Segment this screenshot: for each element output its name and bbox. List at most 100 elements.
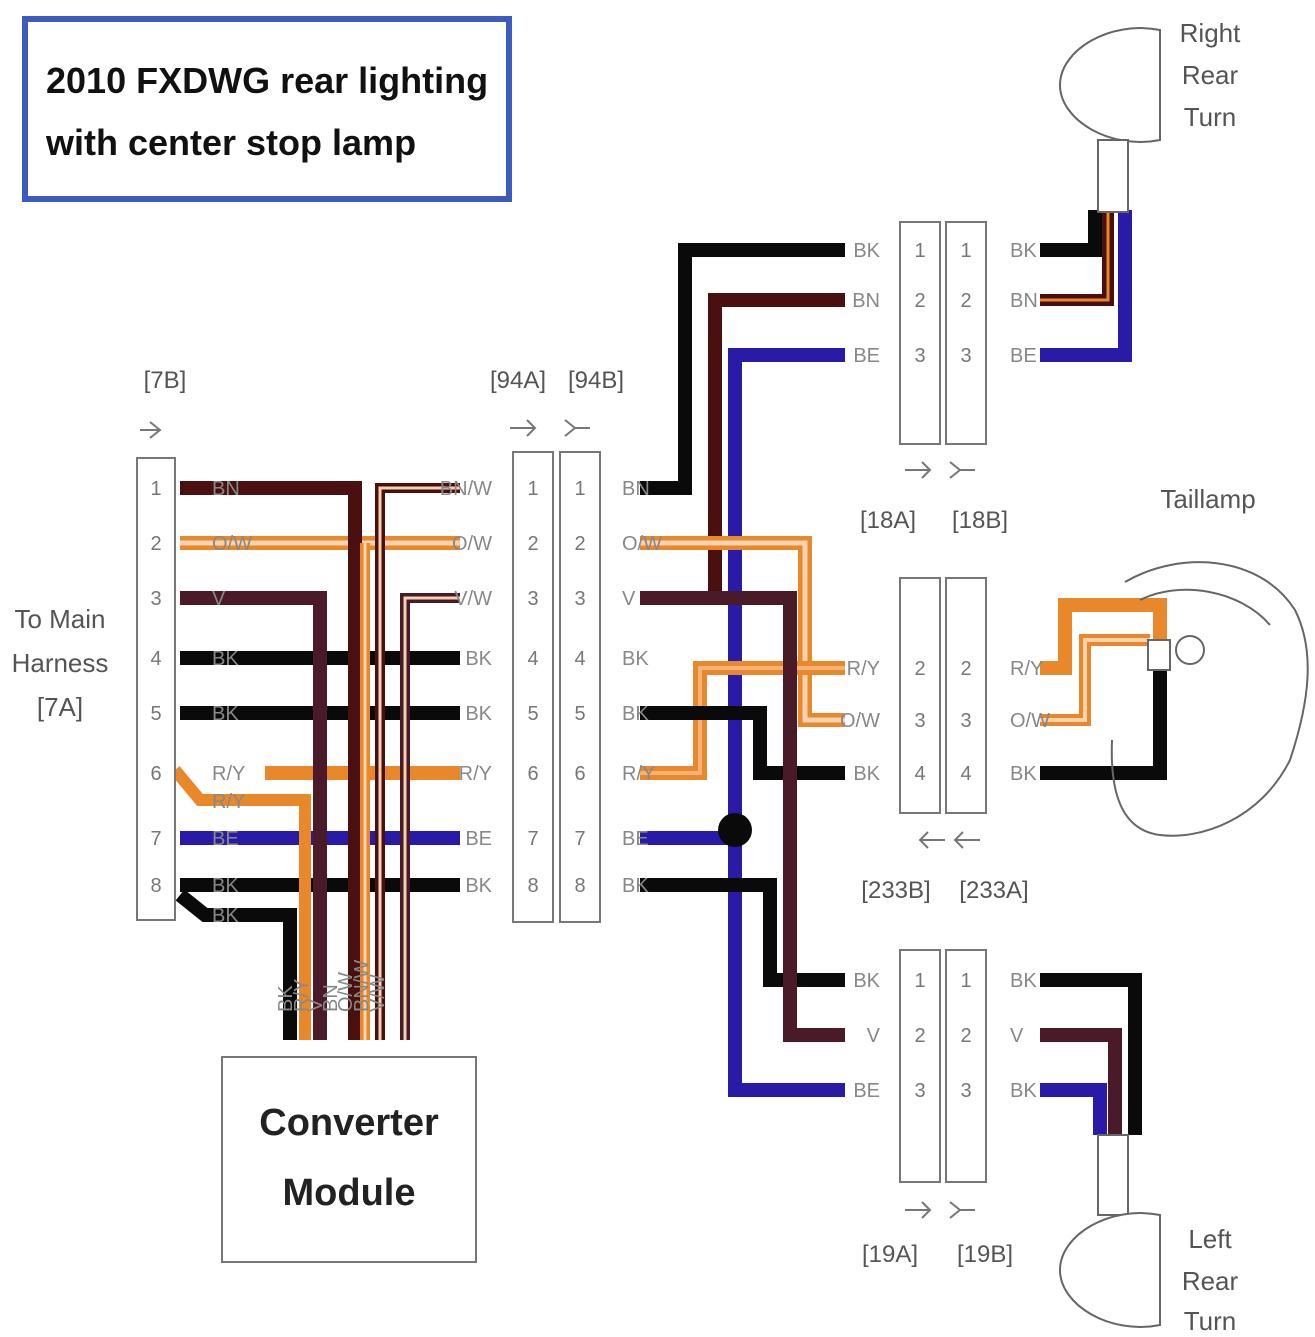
code-18a-2: BN (852, 290, 880, 312)
pin-94b-1: 1 (574, 478, 585, 500)
left-rear-turn-lamp (1058, 1134, 1161, 1328)
splice-dot (718, 813, 752, 847)
code-233b-1: R/Y (1010, 658, 1043, 680)
pin-19b-1: 1 (960, 970, 971, 992)
pin-94a-4: 4 (527, 648, 538, 670)
code-18b-1: BK (1010, 240, 1037, 262)
code-18a-3: BE (853, 345, 880, 367)
wire-be-left-lamp (1040, 1083, 1107, 1135)
pin-94a-7: 7 (527, 828, 538, 850)
code-7b-2: O/W (212, 533, 252, 555)
code-7b-4: BK (212, 648, 239, 670)
wire-ry-tail-stripe (640, 666, 845, 775)
connector-94a (512, 451, 554, 923)
arrow-94 (510, 419, 590, 437)
harness-label-1: To Main (14, 604, 105, 634)
pin-94b-3: 3 (574, 588, 585, 610)
pin-7b-6: 6 (150, 763, 161, 785)
wire-be-rt-lamp (1040, 210, 1132, 362)
pin-7b-2: 2 (150, 533, 161, 555)
code-7b-8: BK (212, 875, 239, 897)
taillamp-bulb (1175, 635, 1205, 665)
left-turn-label-3: Turn (1184, 1306, 1237, 1336)
converter-pin-code-6: BN/W (351, 960, 373, 1012)
connector-233a (945, 577, 987, 814)
code-94b-8: BK (622, 875, 649, 897)
pin-94b-5: 5 (574, 703, 585, 725)
code-94a-4: BK (465, 648, 492, 670)
code-94a-7: BE (465, 828, 492, 850)
wire-ry-lamp (1040, 598, 1167, 675)
pin-18b-2: 2 (960, 290, 971, 312)
taillamp (1110, 561, 1309, 837)
harness-label-2: Harness (12, 648, 109, 678)
pin-94b-2: 2 (574, 533, 585, 555)
connector-7b (136, 457, 176, 921)
wire-v-conv (180, 591, 327, 1040)
converter-pin-code-5: O/W (335, 972, 357, 1012)
taillamp-label: Taillamp (1160, 484, 1255, 514)
code-94b-4: BK (622, 648, 649, 670)
code-233a-3: BK (853, 763, 880, 785)
wire-ow-lamp-stripe (1040, 638, 1150, 722)
wire-be-left-turn (728, 838, 845, 1097)
arrow-18 (905, 461, 975, 479)
converter-pin-code-3: V (305, 998, 327, 1012)
taillamp-inner (1139, 588, 1271, 626)
label-18a: [18A] (860, 507, 916, 534)
pin-94b-8: 8 (574, 875, 585, 897)
code-94b-3: V (622, 588, 636, 610)
pin-94b-4: 4 (574, 648, 585, 670)
pin-233b-1: 2 (960, 658, 971, 680)
code-19b-2: V (1010, 1025, 1024, 1047)
title-line-2: with center stop lamp (46, 122, 417, 163)
converter-label-1: Converter (259, 1102, 439, 1144)
code-94b-6: R/Y (622, 763, 655, 785)
converter-label-2: Module (283, 1172, 416, 1214)
pin-18b-3: 3 (960, 345, 971, 367)
code-94a-3: V/W (454, 588, 492, 610)
wire-v-left-turn (640, 591, 845, 1042)
wire-bk-rt-lamp (1040, 210, 1102, 257)
pin-233b-3: 4 (960, 763, 971, 785)
code-18b-3: BE (1010, 345, 1037, 367)
code-7b-3: V (212, 588, 226, 610)
right-rear-turn-lamp (1058, 27, 1161, 213)
pin-233a-3: 4 (914, 763, 925, 785)
label-233a: [233A] (959, 877, 1028, 904)
label-19a: [19A] (862, 1241, 918, 1268)
title-box: 2010 FXDWG rear lighting with center sto… (22, 16, 512, 202)
pin-19a-2: 2 (914, 1025, 925, 1047)
pin-19a-1: 1 (914, 970, 925, 992)
left-turn-stem (1097, 1134, 1129, 1216)
wire-bk-right-turn (640, 243, 845, 495)
wire-ow-tail-stripe (640, 540, 845, 723)
connector-bodies (136, 221, 987, 1183)
right-turn-stem (1097, 139, 1129, 213)
label-94b: [94B] (568, 367, 624, 394)
converter-pin-code-2: R/Y (291, 979, 313, 1012)
wire-bn-rt-lamp-stripe (1040, 210, 1110, 302)
code-18a-1: BK (853, 240, 880, 262)
arrow-233 (918, 831, 980, 849)
pin-7b-7: 7 (150, 828, 161, 850)
left-turn-label-2: Rear (1182, 1266, 1239, 1296)
connector-19b (945, 949, 987, 1183)
pin-7b-3: 3 (150, 588, 161, 610)
connector-19a (899, 949, 941, 1183)
code-94b-7: BE (622, 828, 649, 850)
code-94a-1: BN/W (440, 478, 492, 500)
wire-ry-conv (170, 766, 311, 1040)
pin-94a-5: 5 (527, 703, 538, 725)
arrow-19 (905, 1201, 975, 1219)
wire-bnw-conv (375, 483, 460, 1040)
wire-ow-lamp (1040, 634, 1150, 726)
wire-bn-conv (180, 481, 362, 1040)
pin-7b-8: 8 (150, 875, 161, 897)
code-94a-2: O/W (452, 533, 492, 555)
pin-94a-8: 8 (527, 875, 538, 897)
pin-94a-1: 1 (527, 478, 538, 500)
pin-7b-5: 5 (150, 703, 161, 725)
wire-bk-conv (175, 889, 297, 1040)
